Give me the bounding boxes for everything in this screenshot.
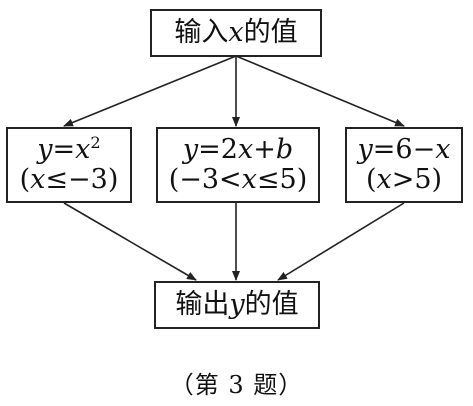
branch-1-condition: (x≤−3) — [19, 164, 119, 195]
arrow-input-to-branch-1 — [63, 55, 237, 127]
output-label-pre: 输出 — [175, 289, 230, 320]
branch-box-2: y=2x+b (−3<x≤5) — [156, 127, 320, 203]
output-box: 输出y的值 — [154, 281, 320, 329]
input-variable: x — [228, 17, 244, 48]
output-label-post: 的值 — [244, 289, 299, 320]
arrow-branch-3-to-output — [277, 202, 405, 281]
input-box: 输入x的值 — [150, 9, 322, 57]
figure-caption: （第 3 题） — [169, 371, 304, 399]
output-variable: y — [229, 289, 245, 320]
branch-box-1: y=x2 (x≤−3) — [6, 127, 132, 203]
branch-1-formula: y=x2 — [37, 133, 101, 165]
branch-3-condition: (x>5) — [365, 164, 443, 195]
arrow-branch-1-to-output — [63, 202, 197, 281]
branch-2-formula: y=2x+b — [182, 134, 294, 165]
branch-box-3: y=6−x (x>5) — [345, 127, 463, 203]
input-label-post: 的值 — [243, 17, 298, 48]
arrow-input-to-branch-3 — [235, 55, 405, 127]
branch-2-condition: (−3<x≤5) — [168, 164, 308, 195]
input-label-pre: 输入 — [174, 17, 229, 48]
branch-3-formula: y=6−x — [357, 134, 451, 165]
